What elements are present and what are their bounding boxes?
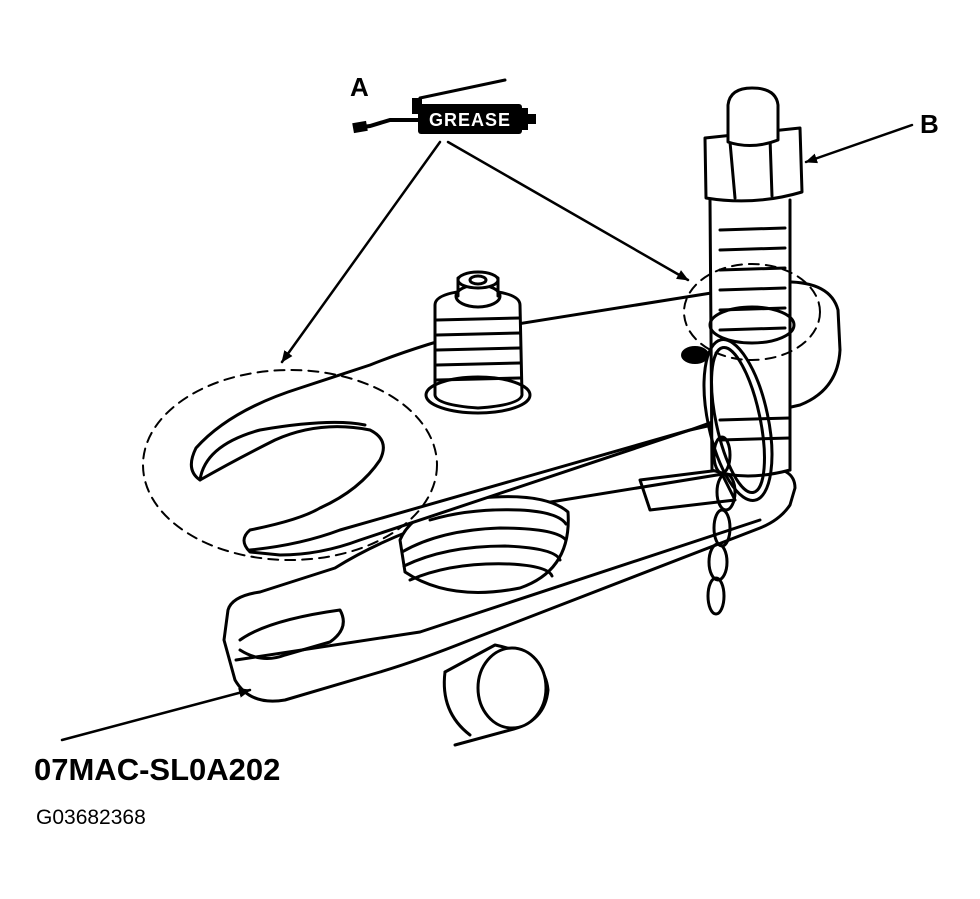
- grease-area-indicators: [142, 263, 821, 561]
- spring: [398, 495, 570, 594]
- figure-code: G03682368: [36, 806, 146, 829]
- roller-pin: [442, 643, 550, 747]
- callout-b: B: [920, 109, 939, 139]
- pressure-bolt: [703, 86, 804, 478]
- center-stud: [424, 270, 532, 415]
- retaining-ring-and-chain: [681, 338, 774, 616]
- tool-part-number: 07MAC-SL0A202: [34, 752, 281, 787]
- grease-tube-icon: GREASE: [352, 78, 536, 134]
- callout-a: A: [350, 72, 369, 102]
- grease-label: GREASE: [429, 110, 511, 130]
- leader-lines: [60, 123, 914, 742]
